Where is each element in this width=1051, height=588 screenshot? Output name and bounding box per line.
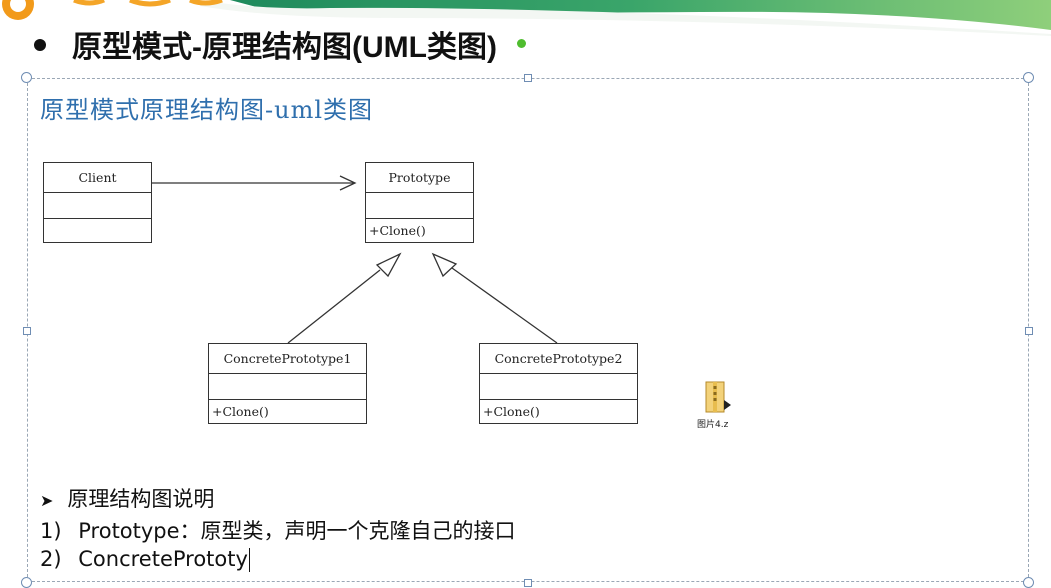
uml-class-prototype: Prototype +Clone() [365, 162, 474, 243]
file-icon-label: 图片4.z [697, 420, 729, 430]
class-attributes [44, 192, 151, 218]
item-text[interactable]: ConcretePrototy [78, 547, 248, 571]
class-name: ConcretePrototype2 [494, 351, 623, 366]
slide-title-text: 原型模式-原理结构图(UML类图) [72, 31, 497, 64]
slide-header-banner [0, 0, 1051, 36]
uml-class-concrete-prototype-2: ConcretePrototype2 +Clone() [479, 343, 638, 424]
class-name: ConcretePrototype1 [223, 351, 352, 366]
item-number: 2) [40, 547, 62, 571]
generalization-line-1 [287, 269, 381, 344]
class-attributes [480, 373, 637, 399]
resize-handle-top[interactable] [524, 74, 532, 82]
class-attributes [209, 373, 366, 399]
resize-handle-bottom[interactable] [524, 579, 532, 587]
class-methods: +Clone() [209, 399, 366, 423]
generalization-line-2 [451, 267, 558, 344]
class-name: Prototype [388, 170, 451, 185]
resize-handle-top-left[interactable] [21, 72, 32, 83]
description-heading: ➤ 原理结构图说明 [40, 483, 214, 513]
class-attributes [366, 192, 473, 218]
generalization-arrowhead-1 [375, 252, 402, 278]
generalization-arrowhead-2 [431, 252, 458, 278]
class-methods: +Clone() [480, 399, 637, 423]
description-heading-text: 原理结构图说明 [67, 487, 215, 511]
resize-handle-right[interactable] [1025, 327, 1033, 335]
description-item-1: 1) Prototype：原型类，声明一个克隆自己的接口 [40, 515, 516, 545]
arrow-bullet-icon: ➤ [40, 491, 54, 510]
bullet-dot [34, 39, 46, 52]
class-methods: +Clone() [366, 218, 473, 242]
association-arrowhead [339, 175, 357, 191]
text-cursor [248, 548, 251, 572]
class-name: Client [78, 170, 117, 185]
rotate-handle[interactable] [517, 39, 526, 48]
uml-class-client: Client [43, 162, 152, 243]
resize-handle-top-right[interactable] [1023, 72, 1034, 83]
diagram-title: 原型模式原理结构图-uml类图 [40, 96, 373, 124]
resize-handle-left[interactable] [23, 327, 31, 335]
item-text: Prototype：原型类，声明一个克隆自己的接口 [78, 519, 516, 543]
uml-class-concrete-prototype-1: ConcretePrototype1 +Clone() [208, 343, 367, 424]
class-methods [44, 218, 151, 242]
item-number: 1) [40, 519, 62, 543]
zip-archive-icon[interactable] [697, 380, 741, 430]
description-item-2[interactable]: 2) ConcretePrototy [40, 547, 251, 572]
slide-title[interactable]: 原型模式-原理结构图(UML类图) [34, 22, 497, 66]
